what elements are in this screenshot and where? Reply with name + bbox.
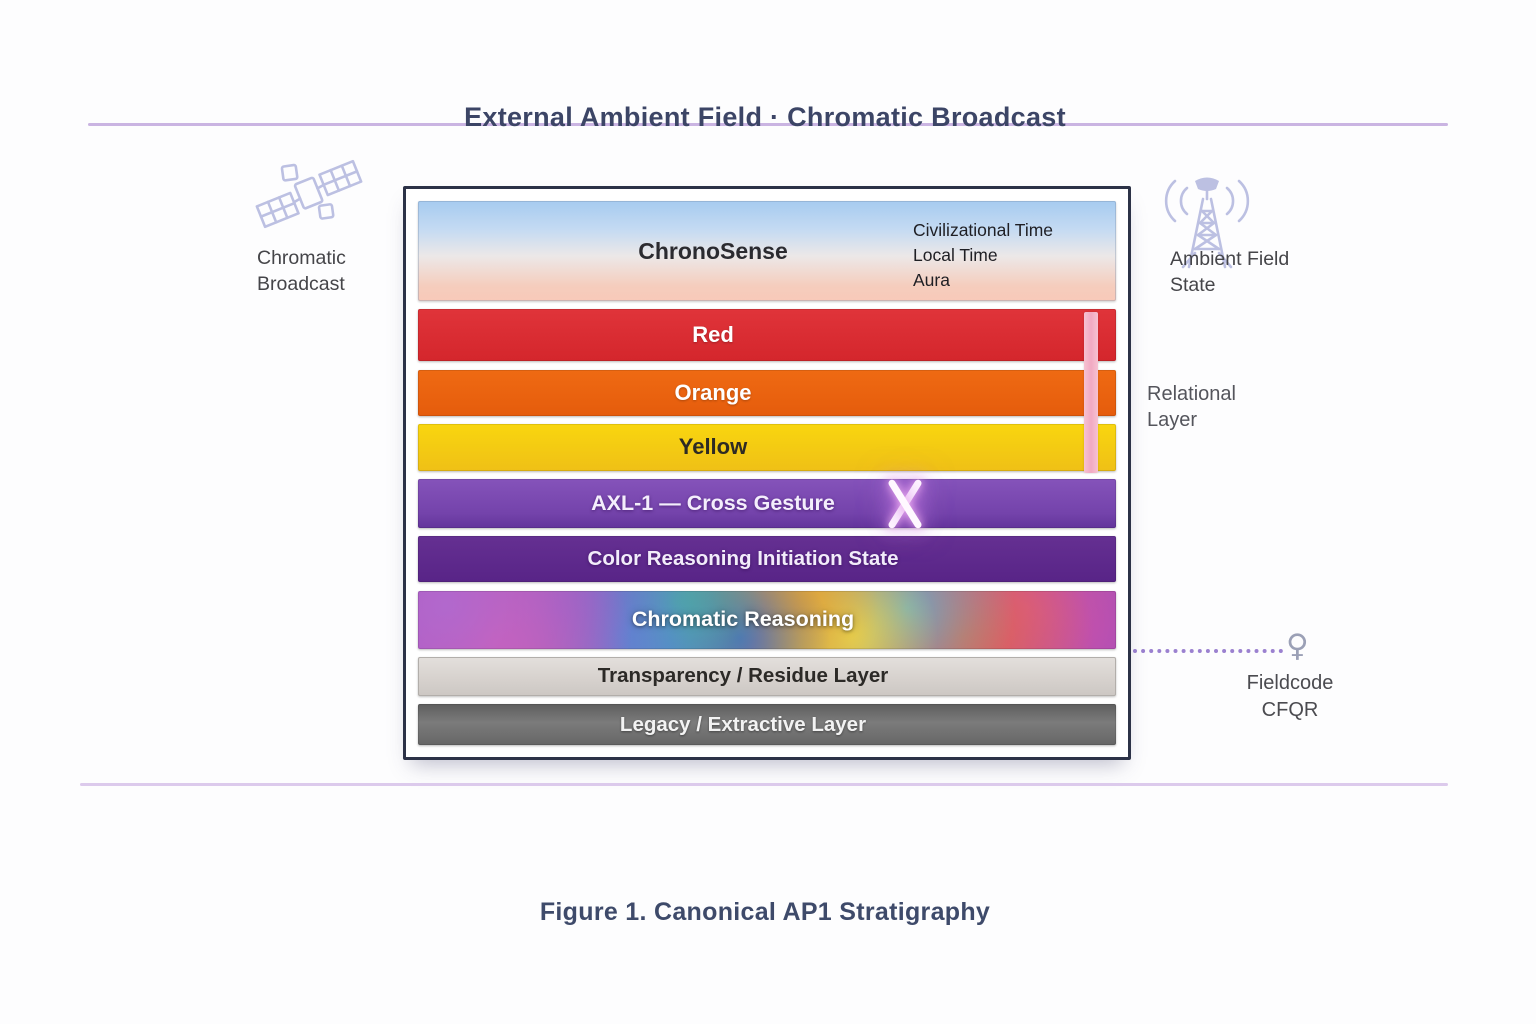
relational-layer-stripe bbox=[1084, 312, 1098, 473]
layer-chromatic-reasoning: Chromatic Reasoning bbox=[418, 590, 1116, 649]
layer-label: Transparency / Residue Layer bbox=[597, 664, 889, 688]
fieldcode-line2: CFQR bbox=[1261, 699, 1319, 721]
ambient-field-state-label: Ambient Field State bbox=[1170, 248, 1290, 296]
layer-label: ChronoSense bbox=[638, 237, 788, 264]
layer-transparency-residue: Transparency / Residue Layer bbox=[418, 656, 1116, 696]
layer-label: Red bbox=[692, 322, 734, 348]
layer-label: Yellow bbox=[678, 434, 748, 460]
layer-yellow: Yellow bbox=[418, 423, 1116, 471]
footer-rule bbox=[80, 783, 1448, 786]
layer-label: Chromatic Reasoning bbox=[631, 607, 855, 631]
layer-axl1-cross-gesture: AXL-1 — Cross Gesture bbox=[418, 479, 1116, 528]
layer-label: AXL-1 — Cross Gesture bbox=[591, 491, 835, 515]
figure-caption: Figure 1. Canonical AP1 Stratigraphy bbox=[539, 898, 991, 926]
layer-label: Orange bbox=[674, 379, 752, 405]
header-rule bbox=[88, 123, 1448, 126]
chromatic-broadcast-label: Chromatic Broadcast bbox=[257, 247, 346, 295]
layer-label: Color Reasoning Initiation State bbox=[587, 547, 899, 571]
sublabel-civilizational-time: Civilizational Time bbox=[913, 220, 1054, 240]
layer-chronosense: ChronoSense Civilizational Time Local Ti… bbox=[418, 201, 1116, 301]
fieldcode-line1: Fieldcode bbox=[1246, 672, 1334, 694]
glowing-cross-x-icon bbox=[882, 479, 928, 529]
chronosense-sublabels: Civilizational Time Local Time Aura bbox=[913, 218, 1053, 293]
radio-tower-icon bbox=[1164, 177, 1250, 269]
sublabel-local-time: Local Time bbox=[913, 245, 998, 265]
sublabel-aura: Aura bbox=[913, 270, 950, 290]
stratigraphy-box: ChronoSense Civilizational Time Local Ti… bbox=[403, 186, 1131, 760]
fieldcode-dotted-connector bbox=[1133, 649, 1283, 653]
fieldcode-label: Fieldcode CFQR bbox=[1210, 670, 1370, 724]
layer-label: Legacy / Extractive Layer bbox=[619, 712, 867, 736]
layer-color-reasoning-initiation-state: Color Reasoning Initiation State bbox=[418, 536, 1116, 583]
layer-legacy-extractive: Legacy / Extractive Layer bbox=[418, 704, 1116, 745]
satellite-icon bbox=[255, 159, 363, 229]
layer-red: Red bbox=[418, 309, 1116, 362]
layer-orange: Orange bbox=[418, 369, 1116, 416]
relational-layer-label: Relational Layer bbox=[1147, 383, 1236, 431]
page-title: External Ambient Field · Chromatic Broad… bbox=[464, 102, 1066, 132]
female-symbol-icon: ♀ bbox=[1286, 628, 1309, 664]
